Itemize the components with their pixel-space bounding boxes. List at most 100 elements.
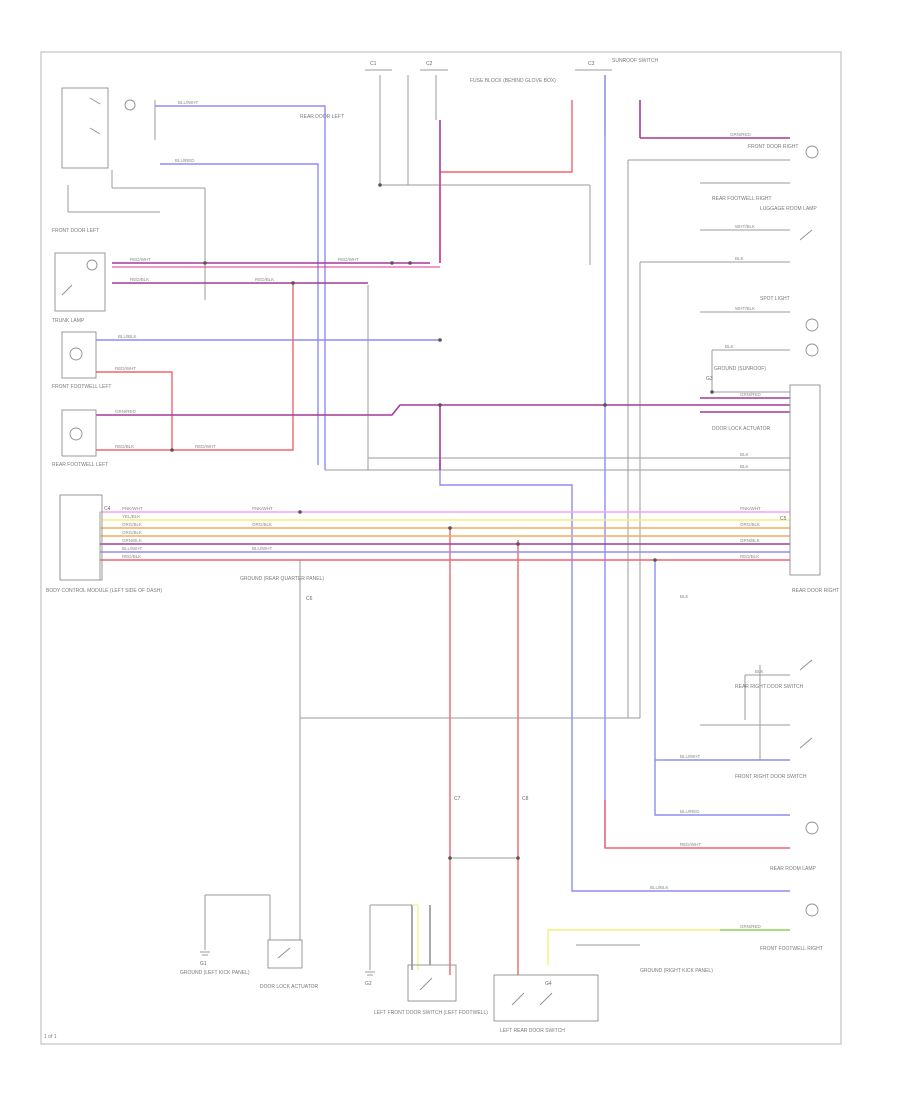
- wire-label: PNK/WHT: [122, 506, 143, 511]
- connector-code: C6: [306, 596, 313, 602]
- label-fuse-block: FUSE BLOCK (BEHIND GLOVE BOX): [470, 78, 556, 84]
- wire-label: RED/BLK: [740, 554, 759, 559]
- yellow-wire: [547, 929, 790, 965]
- splice-dot: [448, 856, 452, 860]
- front-door-left-lamp: [61, 87, 136, 169]
- splice-dot: [603, 403, 607, 407]
- label-body-control-module: BODY CONTROL MODULE (LEFT SIDE OF DASH): [46, 588, 162, 594]
- component-box: [61, 409, 97, 457]
- splice-dot: [390, 261, 394, 265]
- rear-right-door-switch: [799, 659, 813, 671]
- wire-label: GRN/BLK: [740, 538, 760, 543]
- front-door-right-lamp: [805, 145, 819, 159]
- red-wire: [172, 283, 294, 451]
- wire-label: WHT/BLK: [735, 306, 755, 311]
- switch-contact: [511, 992, 525, 1006]
- rear-door-left-switch: [54, 252, 106, 312]
- label-group: FRONT DOOR LEFT TRUNK LAMP FRONT FOOTWEL…: [46, 58, 839, 1034]
- wire-label: BLU/RED: [175, 158, 195, 163]
- left-rear-door-switch-box: [493, 974, 599, 1022]
- wire-label: RED/BLK: [115, 444, 134, 449]
- switch-contact: [89, 97, 101, 105]
- body-control-module-box: [59, 494, 103, 581]
- dark-wire-group: [411, 75, 606, 970]
- ground-symbols: [200, 951, 375, 976]
- switch-contact: [89, 127, 101, 135]
- wire-label: RED/WHT: [130, 257, 151, 262]
- connector-code: G1: [200, 961, 207, 967]
- label-rear-door-left: REAR DOOR LEFT: [300, 114, 344, 120]
- component-box: [61, 331, 97, 379]
- luggage-switch: [799, 229, 813, 241]
- label-front-right-door-switch: FRONT RIGHT DOOR SWITCH: [735, 774, 807, 780]
- wire-label: BLK: [735, 256, 744, 261]
- connector-code-group: C1 C2 C3 C4 C5 C6 C7 C8 G1 G2 G3 G4: [104, 61, 787, 987]
- blue-wire: [439, 460, 790, 892]
- label-rear-room-lamp: REAR ROOM LAMP: [770, 866, 817, 872]
- connector-code: C8: [522, 796, 529, 802]
- label-ground-right: GROUND (RIGHT KICK PANEL): [640, 968, 713, 974]
- wire-label: GRN/RED: [740, 924, 762, 929]
- label-ground-left: GROUND (LEFT KICK PANEL): [180, 970, 250, 976]
- switch-contact: [539, 992, 553, 1006]
- red-wire: [440, 100, 573, 173]
- label-rear-footwell-right: REAR FOOTWELL RIGHT: [712, 196, 772, 202]
- connector-code: C4: [104, 506, 111, 512]
- splice-dot: [203, 261, 207, 265]
- front-right-door-switch: [799, 737, 813, 749]
- splice-dot: [298, 510, 302, 514]
- splice-dot: [378, 183, 382, 187]
- wire-label: BLK: [680, 594, 689, 599]
- wire-label: RED/BLK: [122, 554, 141, 559]
- bcm-bus-group: [100, 511, 790, 561]
- wire-label: WHT/BLK: [735, 224, 755, 229]
- switch-contact: [419, 977, 433, 991]
- lamp-symbol: [69, 347, 83, 361]
- red-wire: [96, 371, 173, 451]
- label-front-door-left: FRONT DOOR LEFT: [52, 228, 99, 234]
- label-trunk-lamp: TRUNK LAMP: [52, 318, 85, 324]
- red-wire: [604, 800, 790, 849]
- splice-dot: [438, 338, 442, 342]
- splice-dot: [516, 542, 520, 546]
- label-door-lock-actuator: DOOR LOCK ACTUATOR: [260, 984, 319, 990]
- wire-label: RED/WHT: [115, 366, 136, 371]
- wire-label: RED/WHT: [680, 842, 701, 847]
- wire-label: BLU/WHT: [252, 546, 273, 551]
- connector-code: G2: [365, 981, 372, 987]
- label-front-footwell-left: FRONT FOOTWELL LEFT: [52, 384, 111, 390]
- label-rear-right-door-switch: REAR RIGHT DOOR SWITCH: [735, 684, 804, 690]
- wire-label: YEL/BLK: [122, 514, 140, 519]
- wire-label: BLU/RED: [680, 809, 700, 814]
- wire-label: BLU/WHT: [178, 100, 199, 105]
- blue-wire: [654, 560, 790, 816]
- bottom-components: [267, 939, 599, 1022]
- sunroof-lamp: [805, 343, 819, 357]
- blue-wire: [160, 163, 319, 465]
- label-left-rear-door-switch: LEFT REAR DOOR SWITCH: [500, 1028, 565, 1034]
- wire-label: BLU/WHT: [122, 546, 143, 551]
- purple-wire-group: [96, 100, 790, 470]
- purple-wire: [96, 404, 790, 416]
- label-sunroof-switch: SUNROOF SWITCH: [612, 58, 658, 64]
- sheet-frame: [40, 51, 842, 1045]
- component-box: [59, 494, 103, 581]
- wire-label: BLU/BLK: [650, 885, 669, 890]
- footwell-left-lamp: [61, 409, 97, 457]
- splice-dot: [448, 526, 452, 530]
- label-ground-rear: GROUND (REAR QUARTER PANEL): [240, 576, 324, 582]
- lamp-symbol: [86, 259, 98, 271]
- spot-light-lamp: [805, 318, 819, 332]
- label-ground-sunroof: GROUND (SUNROOF): [714, 366, 766, 372]
- lower-right-wire-group: [412, 904, 790, 970]
- component-box: [54, 252, 106, 312]
- splice-dot: [170, 448, 174, 452]
- splice-dot: [291, 281, 295, 285]
- connector-code: C2: [426, 61, 433, 67]
- label-rear-footwell-left: REAR FOOTWELL LEFT: [52, 462, 108, 468]
- wire-label: BLK: [740, 464, 749, 469]
- component-box: [61, 87, 109, 169]
- right-lamps: [799, 145, 819, 917]
- red-wire-group: [96, 100, 790, 975]
